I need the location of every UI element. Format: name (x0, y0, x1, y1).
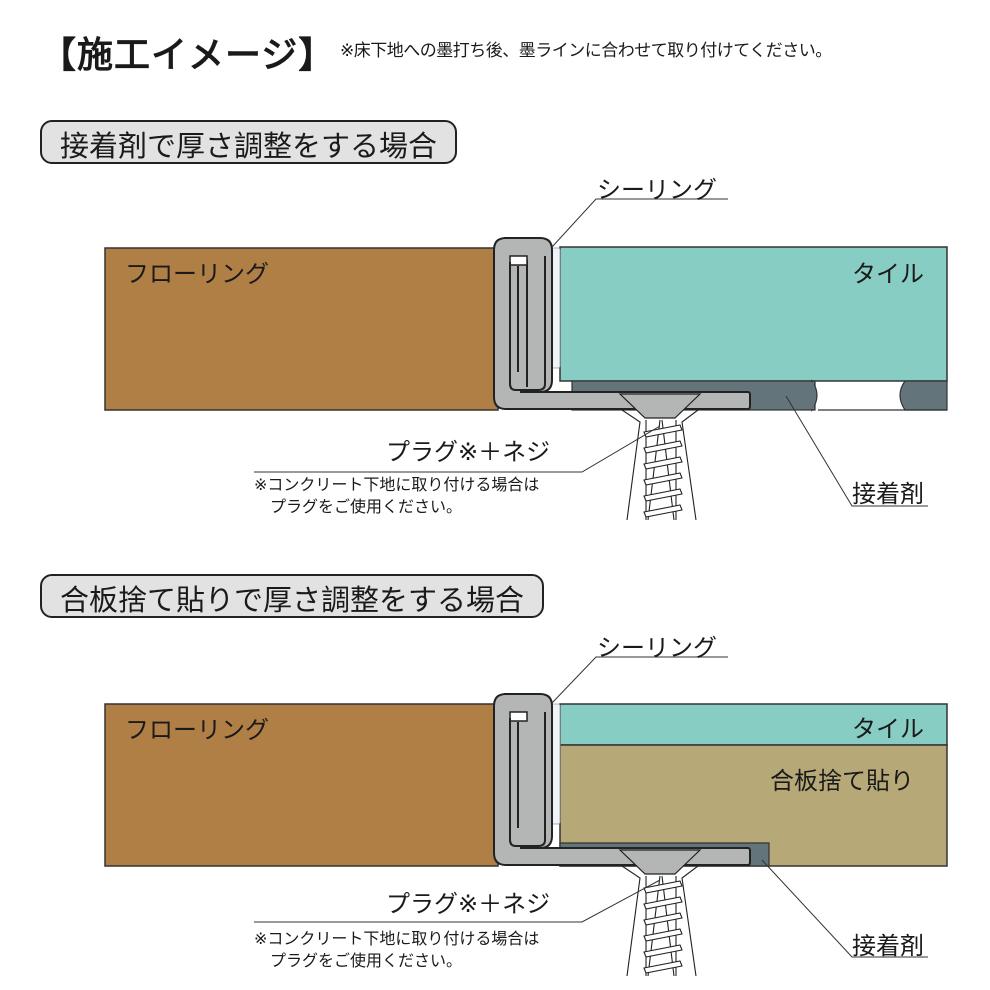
tile-block (559, 246, 948, 382)
sealing-label: シーリング (597, 176, 717, 204)
screw-head (618, 849, 702, 875)
tile-block (559, 703, 948, 746)
page-title: 【施工イメージ】 (40, 35, 336, 76)
adhesive-leader (785, 395, 928, 507)
screw-note-line2: プラグをご使用ください。 (270, 951, 463, 970)
adhesive-leader (761, 859, 928, 958)
flooring-board (104, 247, 499, 411)
flooring-label: フローリング (125, 260, 269, 288)
screw-note-line1: ※コンクリート下地に取り付ける場合は (254, 475, 540, 494)
flooring-label: フローリング (125, 716, 269, 744)
section-label-adhesive: 接着剤で厚さ調整をする場合 (40, 120, 458, 164)
installation-note: ※床下地への墨打ち後、墨ラインに合わせて取り付けてください。 (340, 41, 832, 61)
screw-note-line2: プラグをご使用ください。 (270, 497, 463, 516)
adhesive-label: 接着剤 (852, 480, 924, 508)
tile-label: タイル (852, 715, 924, 743)
screw-head (618, 393, 702, 419)
screw-label: プラグ※＋ネジ (386, 438, 551, 466)
screw-plug (621, 865, 699, 977)
screw-label: プラグ※＋ネジ (386, 890, 551, 918)
adhesive-label: 接着剤 (852, 932, 924, 960)
sealing-leader (551, 198, 728, 248)
plywood-label: 合板捨て貼り (770, 767, 914, 795)
screw-leader (254, 879, 661, 923)
screw-plug (621, 409, 699, 521)
flooring-board (104, 703, 499, 867)
screw-leader (254, 425, 661, 473)
sealing-label: シーリング (597, 634, 717, 662)
section-label-plywood: 合板捨て貼りで厚さ調整をする場合 (40, 574, 545, 618)
screw-note-line1: ※コンクリート下地に取り付ける場合は (254, 929, 540, 948)
sealing-leader (551, 656, 728, 704)
tile-label: タイル (852, 260, 924, 288)
